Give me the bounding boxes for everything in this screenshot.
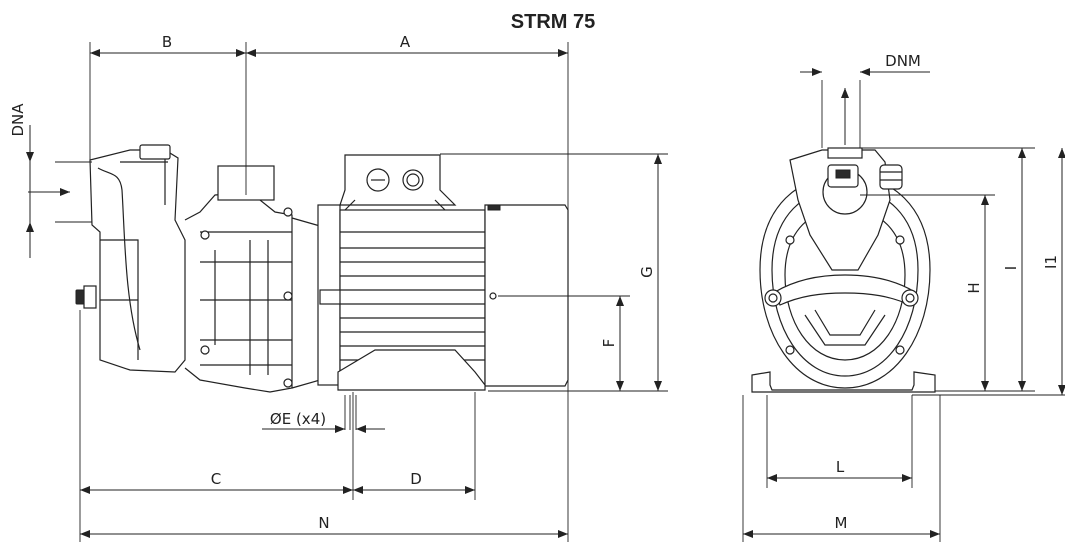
dim-label-e: ØE (x4) <box>270 410 326 428</box>
dim-label-l: L <box>836 458 845 476</box>
dim-label-dna: DNA <box>9 103 27 137</box>
dim-label-d: D <box>410 470 422 488</box>
dim-label-g: G <box>638 266 656 278</box>
dim-label-dnm: DNM <box>885 52 921 70</box>
dim-label-h: H <box>965 282 983 293</box>
dim-label-f: F <box>600 339 618 348</box>
dim-label-i: I <box>1002 266 1020 270</box>
drawing-title: STRM 75 <box>511 11 595 33</box>
dim-label-a: A <box>400 33 411 51</box>
pump-front-view <box>751 147 936 393</box>
dim-label-i1: I1 <box>1042 255 1060 269</box>
pump-side-view <box>75 144 569 393</box>
dim-label-c: C <box>211 470 221 488</box>
dim-label-m: M <box>835 514 848 532</box>
dim-label-n: N <box>318 514 329 532</box>
dim-label-b: B <box>162 33 172 51</box>
